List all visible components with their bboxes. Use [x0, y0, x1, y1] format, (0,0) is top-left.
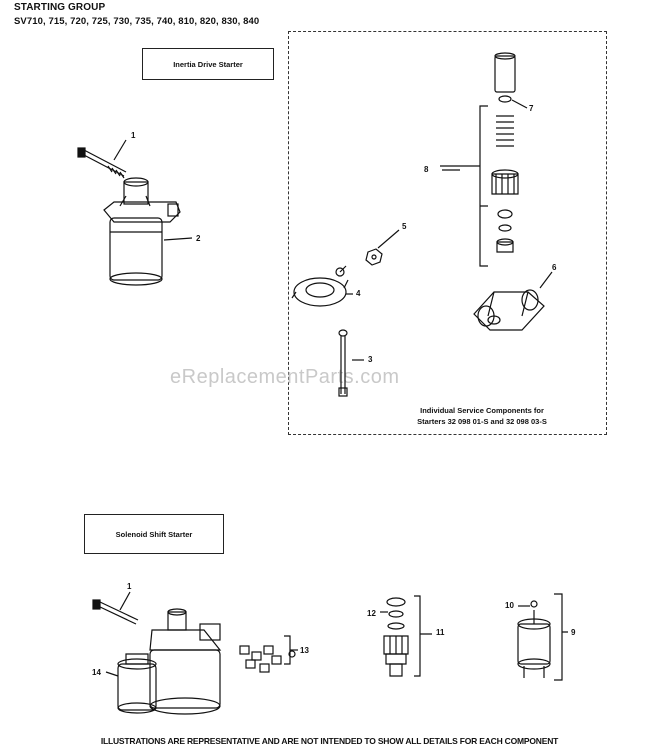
- bracket-11: [414, 595, 432, 677]
- watermark: eReplacementParts.com: [170, 366, 400, 388]
- disclaimer-footer: ILLUSTRATIONS ARE REPRESENTATIVE AND ARE…: [100, 736, 559, 746]
- inertia-drive-label: Inertia Drive Starter: [142, 48, 274, 80]
- leader-7: [511, 99, 528, 109]
- leader-1b: [119, 591, 131, 611]
- callout-8: 8: [424, 165, 429, 174]
- callout-10: 10: [505, 601, 514, 610]
- service-note-line2: Starters 32 098 01-S and 32 098 03-S: [417, 417, 547, 426]
- solenoid-part-9: [517, 600, 551, 678]
- bracket-part-6: [473, 289, 545, 331]
- callout-3: 3: [368, 355, 373, 364]
- callout-1: 1: [131, 131, 136, 140]
- leader-5: [377, 229, 400, 249]
- callout-6: 6: [552, 263, 557, 272]
- leader-1: [113, 139, 127, 161]
- callout-14: 14: [92, 668, 101, 677]
- nut-part-5: [365, 248, 383, 266]
- bolt-part-1b: [92, 599, 139, 625]
- leader-2: [163, 237, 193, 241]
- callout-5: 5: [402, 222, 407, 231]
- page-title: STARTING GROUP: [14, 2, 106, 13]
- callout-4: 4: [356, 289, 361, 298]
- bracket-13: [284, 635, 291, 665]
- callout-12: 12: [367, 609, 376, 618]
- service-components-box: [288, 31, 607, 435]
- bolt-part-1: [77, 147, 127, 179]
- callout-2: 2: [196, 234, 201, 243]
- leader-6: [539, 271, 553, 289]
- callout-9: 9: [571, 628, 576, 637]
- bracket-8: [440, 105, 488, 267]
- drive-kit-parts-8: [491, 52, 519, 253]
- callout-7: 7: [529, 104, 534, 113]
- end-cap-part-4: [291, 265, 349, 307]
- callout-13: 13: [300, 646, 309, 655]
- through-bolt-part-3: [338, 329, 348, 397]
- solenoid-starter-assembly: [117, 608, 222, 715]
- service-note-line1: Individual Service Components for: [420, 406, 544, 415]
- callout-1b: 1: [127, 582, 132, 591]
- drive-part-11: [383, 597, 409, 677]
- solenoid-shift-label: Solenoid Shift Starter: [84, 514, 224, 554]
- model-list: SV710, 715, 720, 725, 730, 735, 740, 810…: [14, 16, 260, 27]
- brush-set-part-13: [239, 645, 296, 673]
- service-note: Individual Service Components for Starte…: [372, 405, 592, 427]
- leader-14: [105, 671, 119, 677]
- callout-11: 11: [436, 628, 445, 637]
- starter-motor-part-2: [103, 177, 181, 286]
- bracket-9: [554, 593, 568, 681]
